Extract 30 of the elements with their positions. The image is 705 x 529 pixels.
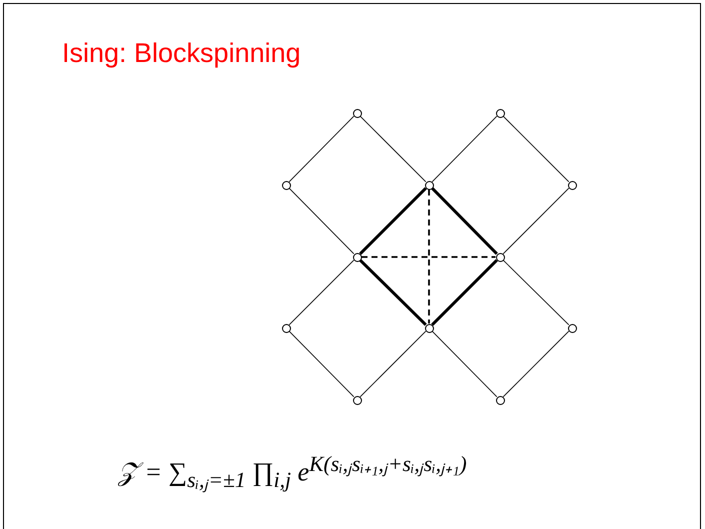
lattice-line: [432, 116, 498, 182]
lattice-site-circle: [352, 108, 362, 118]
thick-line: [359, 187, 427, 255]
lattice-line: [502, 188, 570, 254]
lattice-line: [288, 116, 354, 182]
dashed-line: [362, 256, 496, 258]
lattice-line: [502, 330, 570, 398]
lattice-site-circle: [282, 324, 290, 332]
lattice-line: [432, 330, 498, 398]
thick-line: [431, 187, 498, 255]
lattice-line: [288, 330, 354, 398]
thick-line: [359, 259, 427, 326]
lattice-line: [288, 188, 354, 254]
lattice-line: [502, 116, 570, 182]
lattice-site-circle: [282, 180, 290, 190]
dashed-line: [428, 190, 430, 324]
lattice-site-circle: [496, 396, 504, 404]
lattice-site-circle: [352, 252, 362, 262]
slide-title: Ising: Blockspinning: [62, 38, 301, 69]
thick-line: [431, 259, 498, 326]
lattice-site-circle: [568, 180, 576, 190]
lattice-line: [502, 260, 570, 326]
lattice-line: [360, 330, 426, 398]
lattice-site-circle: [352, 396, 362, 404]
lattice-line: [288, 260, 354, 326]
lattice-line: [360, 116, 426, 182]
lattice-site-circle: [424, 180, 434, 190]
lattice-site-circle: [568, 324, 576, 332]
partition-function-formula: 𝒵 = ∑$_{sᵢ,ⱼ=±1}$ ∏$_{i,j}$ e$^{K(sᵢ,ⱼsᵢ₊₁,ⱼ+sᵢ,ⱼsᵢ,ⱼ₊₁)}$: [118, 451, 467, 493]
lattice-site-circle: [496, 108, 504, 118]
